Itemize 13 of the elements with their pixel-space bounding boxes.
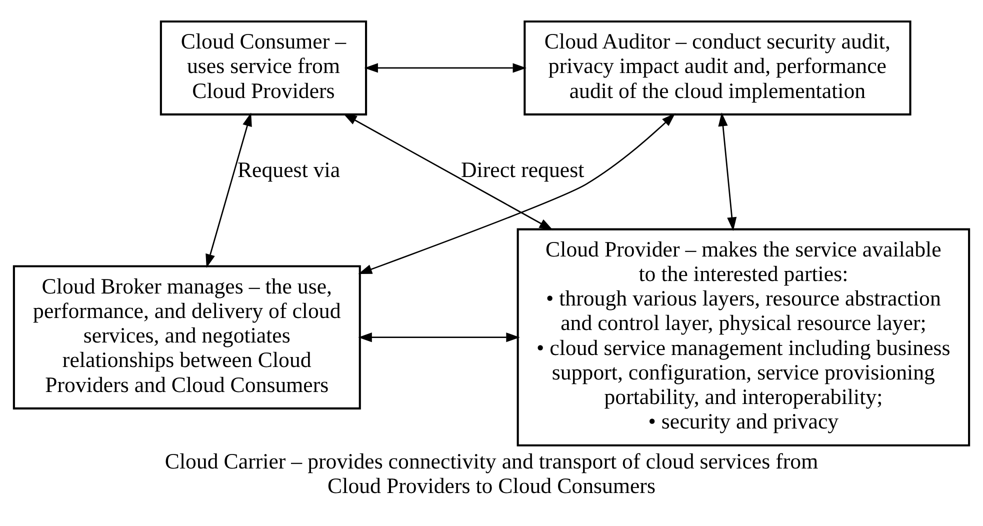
edge-label: Direct request: [461, 158, 584, 182]
arrow: [364, 62, 526, 72]
node-box: Cloud Auditor – conduct security audit, privacy impact audit and, performance audit of the cloud implementation: [524, 20, 912, 115]
arrow: [358, 112, 676, 274]
arrow: [206, 112, 252, 268]
arrow: [718, 112, 737, 230]
node-box: Cloud Broker manages – the use, performance, and delivery of cloud services, and negotiates relationships between Cloud Providers and Cloud Consumers: [12, 264, 361, 409]
arrow: [358, 332, 520, 342]
node-box: Cloud Provider – makes the service available to the interested parties: • through various layers, resource abstraction and control layer, physical resource layer; • cloud service management including business support, configuration, service provisioning portability, and interoperability; • security and privacy: [516, 228, 970, 446]
edge-label: Request via: [237, 158, 340, 182]
arrow: [343, 113, 553, 230]
caption: Cloud Carrier – provides connectivity and transport of cloud services from Cloud Providers to Cloud Consumers: [164, 448, 818, 498]
node-box: Cloud Consumer – uses service from Cloud Providers: [160, 20, 368, 115]
